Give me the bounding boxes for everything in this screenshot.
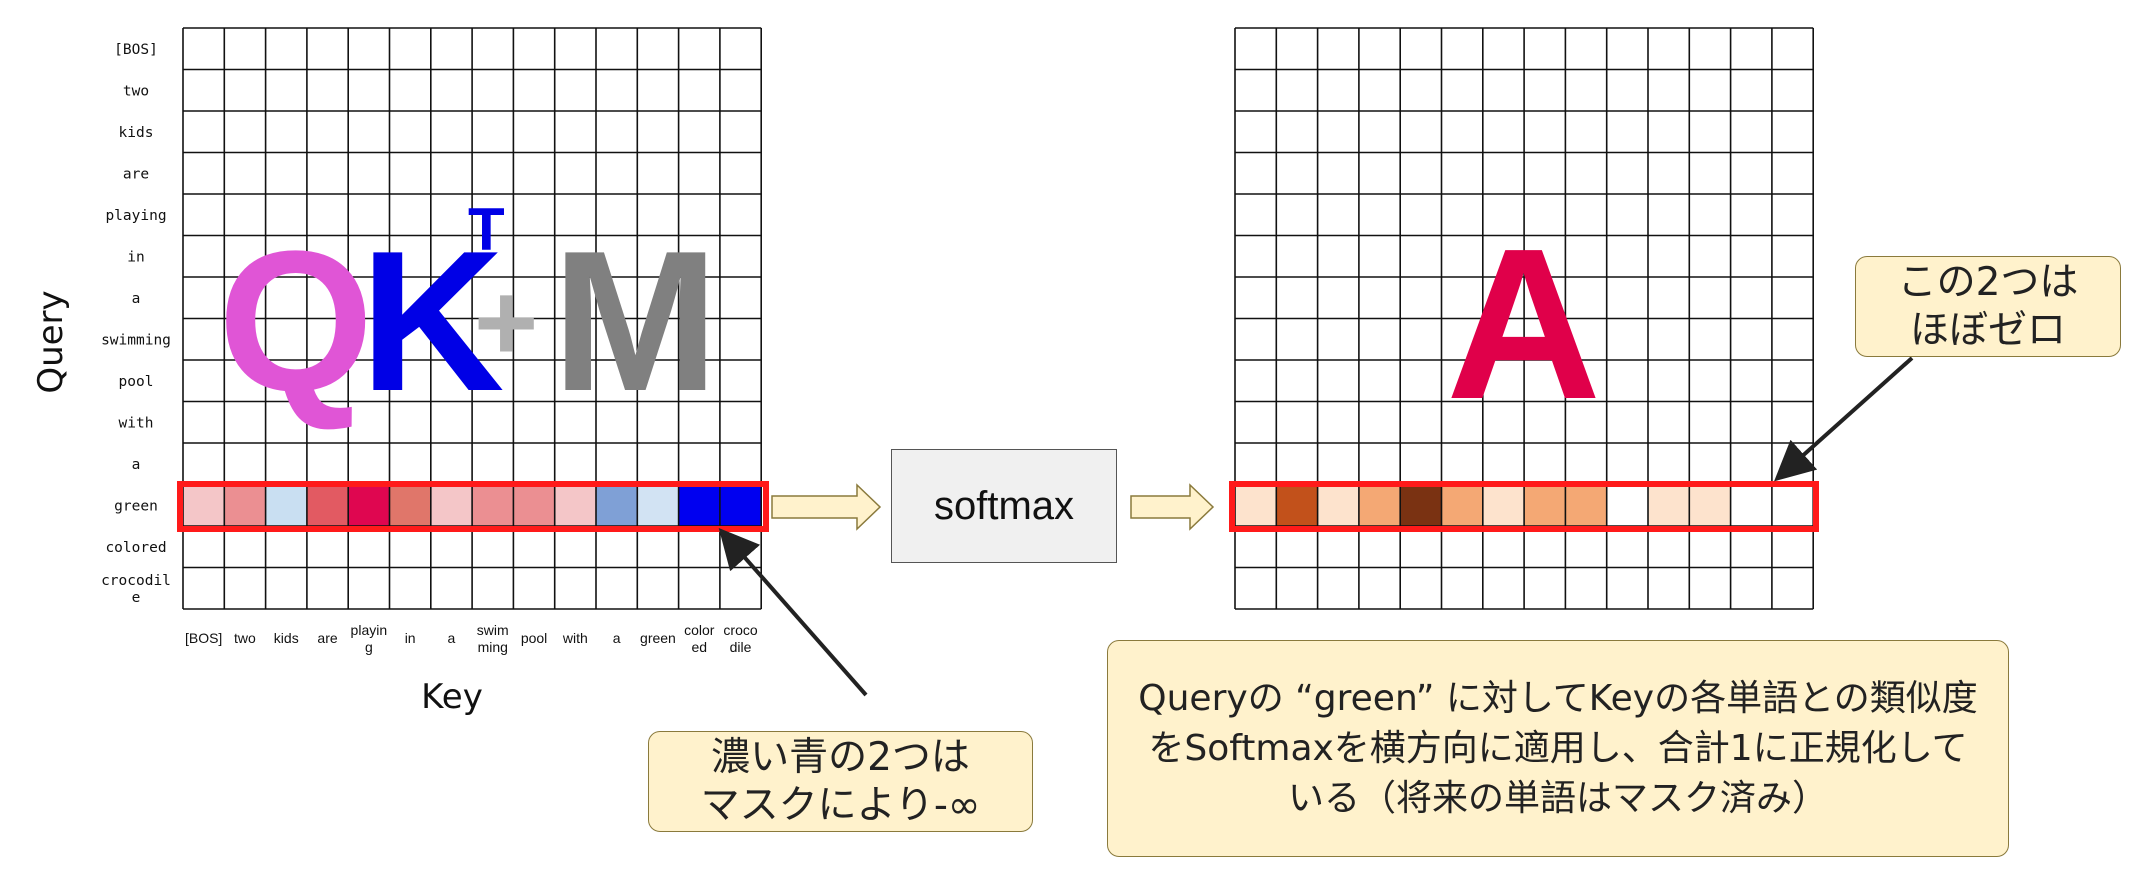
a-cell-0 xyxy=(1235,484,1277,526)
formula-m: M xyxy=(552,210,719,433)
qk-cell-6 xyxy=(430,484,473,526)
query-label-10: a xyxy=(132,457,141,473)
a-cell-4 xyxy=(1400,484,1442,526)
formula-k: K xyxy=(360,210,504,433)
qk-cell-13 xyxy=(719,484,762,526)
qk-cell-7 xyxy=(472,484,514,526)
a-cell-5 xyxy=(1441,484,1483,526)
key-label-3: are xyxy=(317,630,337,646)
query-label-8: pool xyxy=(119,374,154,390)
a-cell-6 xyxy=(1482,484,1525,526)
qk-highlight-row xyxy=(177,481,769,532)
query-label-9: with xyxy=(119,415,154,431)
mask-pointer-arrow xyxy=(718,528,868,697)
a-cell-9 xyxy=(1606,484,1648,526)
qk-cell-2 xyxy=(265,484,307,526)
query-label-11: green xyxy=(114,498,158,514)
qk-cell-11 xyxy=(637,484,679,526)
query-label-5: in xyxy=(127,249,144,265)
a-cell-1 xyxy=(1276,484,1318,526)
query-label-0: [BOS] xyxy=(114,42,158,58)
mask-note: 濃い青の2つは マスクにより-∞ xyxy=(648,731,1033,832)
formula-plus: + xyxy=(474,261,538,384)
qk-cell-12 xyxy=(678,484,720,526)
explanation-note: Queryの “green” に対してKeyの各単語との類似度をSoftmaxを… xyxy=(1107,640,2009,857)
key-label-8: pool xyxy=(521,630,547,646)
near-zero-note: この2つは ほぼゼロ xyxy=(1855,256,2121,357)
key-label-5: in xyxy=(405,630,416,646)
softmax-box: softmax xyxy=(891,449,1117,563)
query-label-3: are xyxy=(123,166,149,182)
qk-cell-8 xyxy=(513,484,555,526)
query-label-1: two xyxy=(123,83,149,99)
result-a-label: A xyxy=(1446,203,1601,444)
key-label-1: two xyxy=(234,630,256,646)
key-label-11: green xyxy=(640,630,676,646)
qk-cell-4 xyxy=(348,484,390,526)
qk-cell-3 xyxy=(306,484,349,526)
qk-cell-10 xyxy=(596,484,638,526)
qk-row-cells xyxy=(183,484,762,526)
zero-pointer-arrow xyxy=(1774,356,1914,482)
a-cell-8 xyxy=(1565,484,1607,526)
a-cell-11 xyxy=(1689,484,1731,526)
query-label-4: playing xyxy=(105,208,166,224)
a-cell-10 xyxy=(1648,484,1690,526)
key-label-10: a xyxy=(613,630,621,646)
formula-transpose: T xyxy=(468,196,505,263)
a-highlight-row xyxy=(1229,481,1819,532)
key-label-6: a xyxy=(448,630,456,646)
a-cell-2 xyxy=(1317,484,1359,526)
query-label-6: a xyxy=(132,291,141,307)
qk-cell-0 xyxy=(183,484,225,526)
query-axis-label: Query xyxy=(31,290,71,393)
a-cell-13 xyxy=(1771,484,1814,526)
a-cell-7 xyxy=(1524,484,1566,526)
formula-q: Q xyxy=(218,210,374,433)
a-cell-3 xyxy=(1358,484,1401,526)
qk-cell-9 xyxy=(554,484,596,526)
a-cell-12 xyxy=(1730,484,1772,526)
qk-cell-1 xyxy=(224,484,266,526)
block-arrow-to-softmax xyxy=(771,483,882,531)
qk-cell-5 xyxy=(389,484,431,526)
a-row-cells xyxy=(1235,484,1814,526)
query-label-7: swimming xyxy=(101,332,171,348)
qk-matrix-grid xyxy=(182,27,763,610)
query-token-labels: [BOS] two kids are playing in a swimming pool wit… xyxy=(101,42,171,606)
query-label-12: colored xyxy=(105,540,166,556)
key-axis-label: Key xyxy=(421,677,483,717)
key-label-9: with xyxy=(562,630,588,646)
key-label-0: [BOS] xyxy=(185,630,222,646)
key-label-2: kids xyxy=(274,630,299,646)
block-arrow-to-result xyxy=(1130,483,1215,531)
query-label-2: kids xyxy=(119,125,154,141)
